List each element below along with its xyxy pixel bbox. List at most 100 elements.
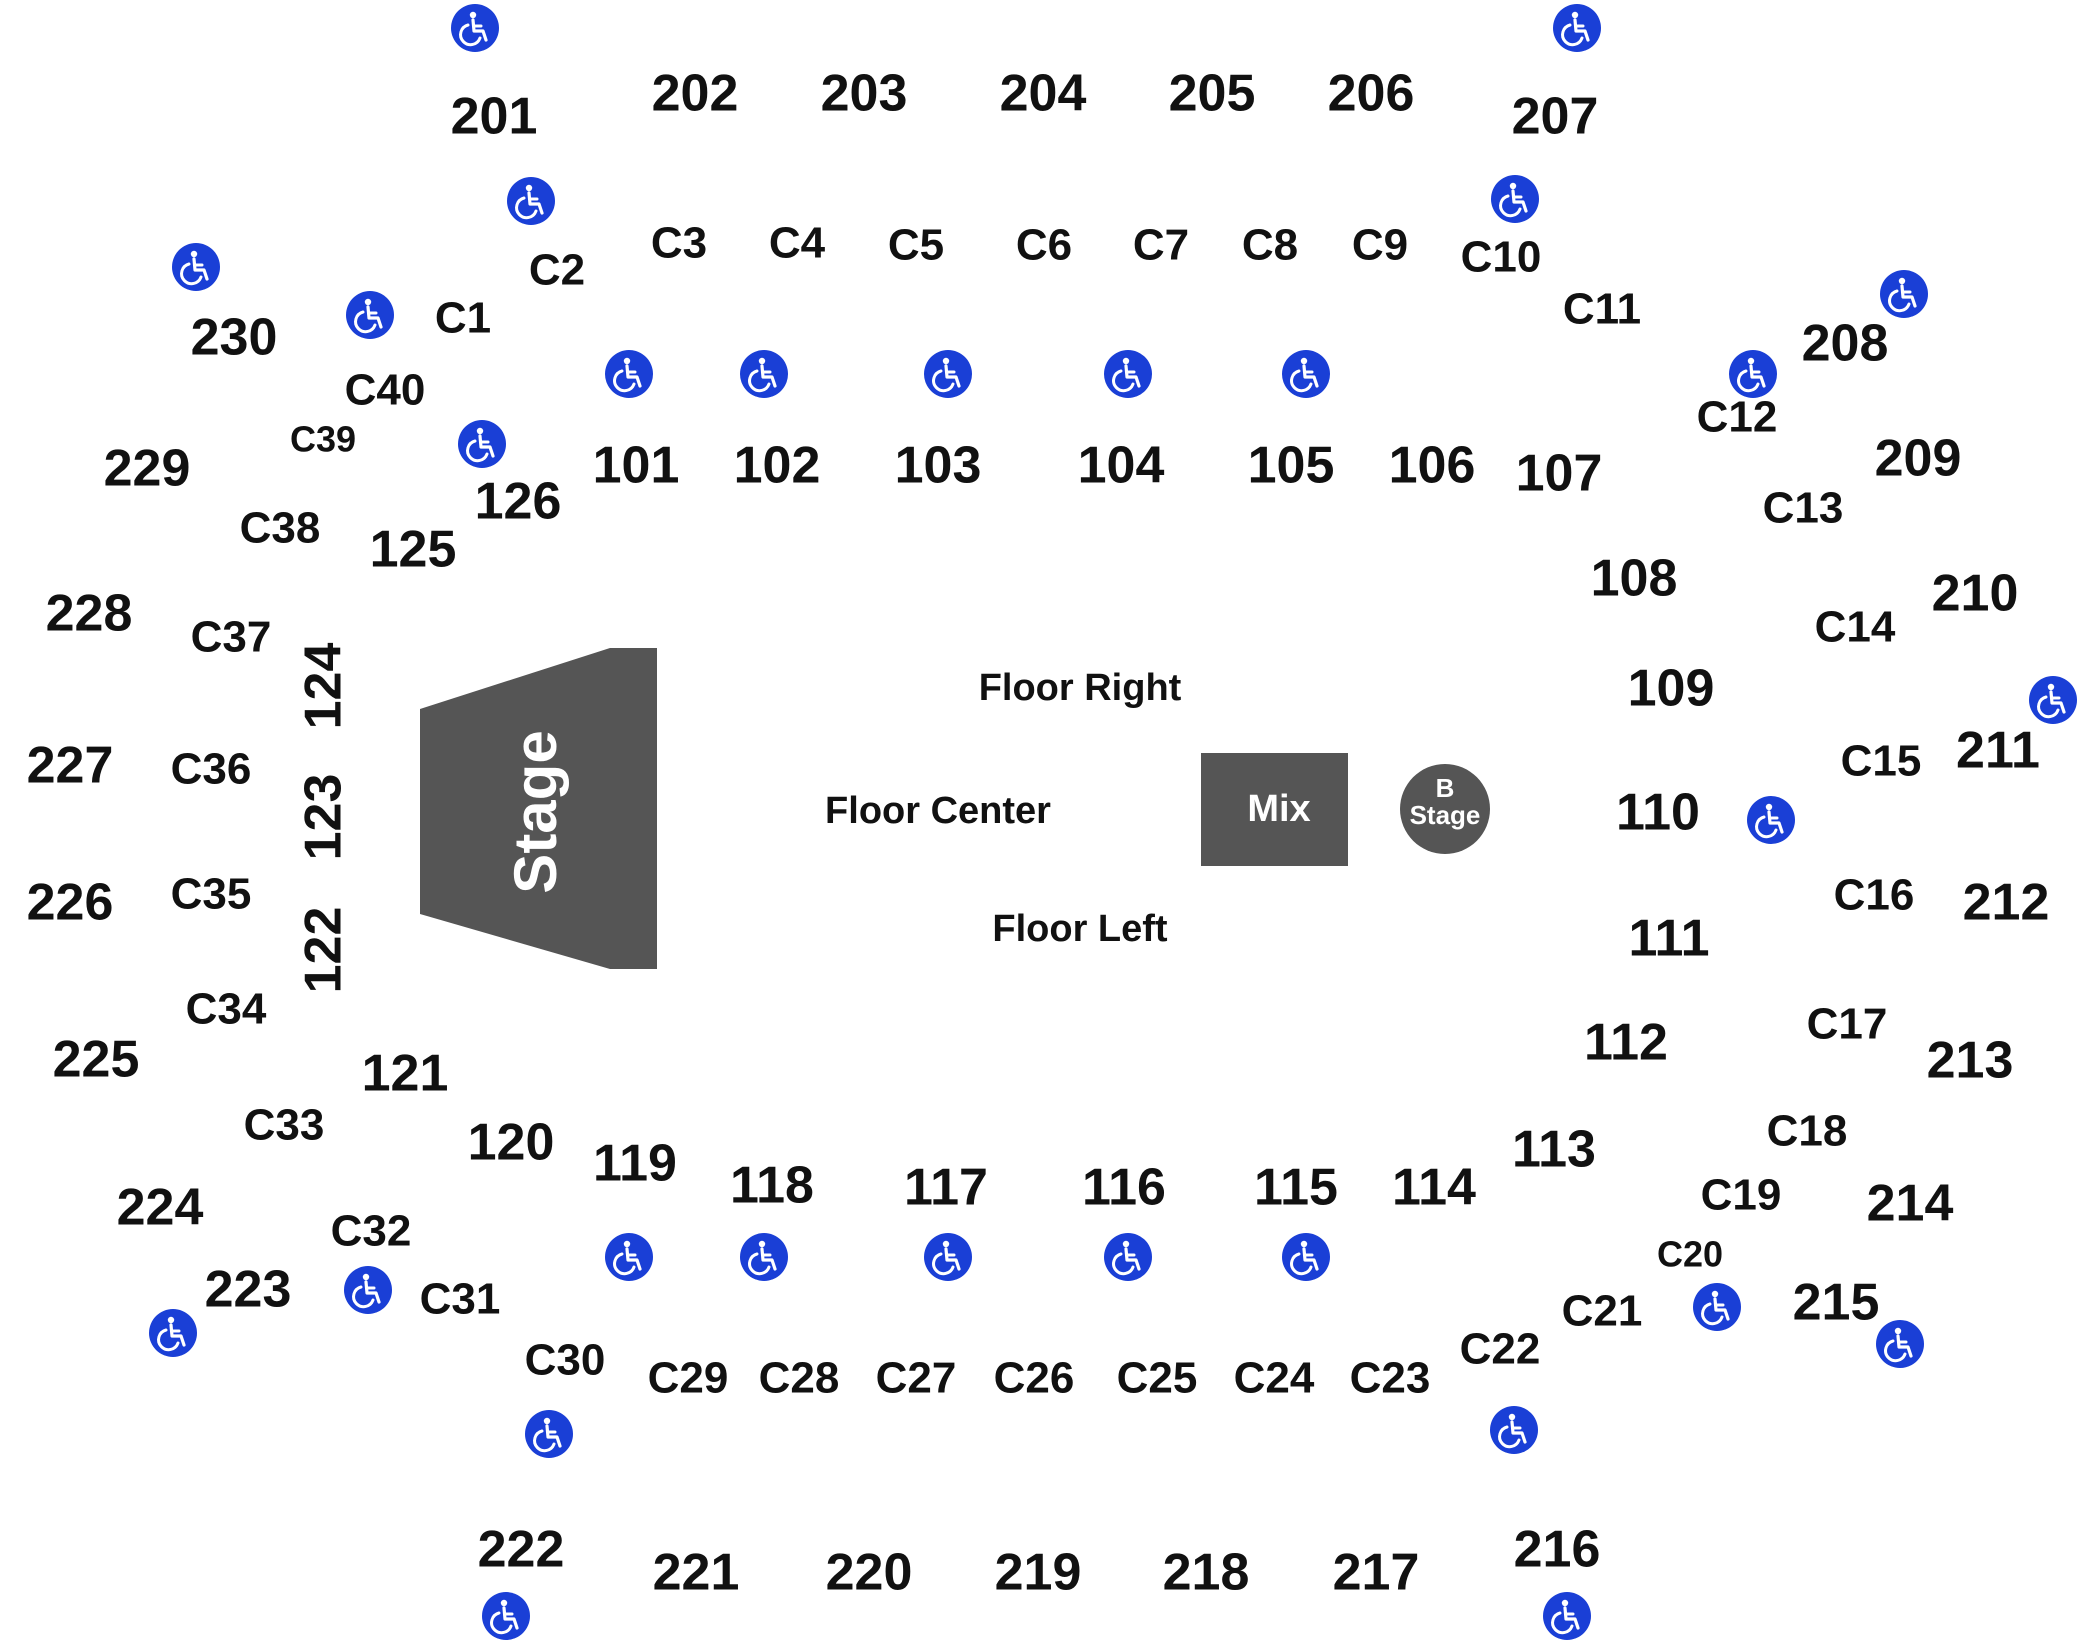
section-125[interactable]: 125	[370, 521, 457, 579]
section-222[interactable]: 222	[478, 1521, 565, 1579]
section-214[interactable]: 214	[1867, 1175, 1954, 1233]
section-220[interactable]: 220	[826, 1544, 913, 1602]
section-c11[interactable]: C11	[1563, 285, 1641, 334]
section-c8[interactable]: C8	[1242, 221, 1298, 270]
section-108[interactable]: 108	[1591, 550, 1678, 608]
section-c6[interactable]: C6	[1016, 221, 1072, 270]
section-c5[interactable]: C5	[888, 221, 944, 270]
section-106[interactable]: 106	[1389, 437, 1476, 495]
section-204[interactable]: 204	[1000, 65, 1087, 123]
section-103[interactable]: 103	[895, 437, 982, 495]
section-227[interactable]: 227	[27, 737, 114, 795]
section-228[interactable]: 228	[46, 585, 133, 643]
section-floor-center[interactable]: Floor Center	[825, 790, 1051, 832]
section-205[interactable]: 205	[1169, 65, 1256, 123]
section-121[interactable]: 121	[362, 1045, 449, 1103]
section-211[interactable]: 211	[1956, 722, 2040, 780]
section-119[interactable]: 119	[593, 1135, 677, 1193]
main-stage[interactable]: Stage	[420, 648, 657, 969]
section-c20[interactable]: C20	[1657, 1234, 1723, 1275]
section-c17[interactable]: C17	[1807, 1000, 1888, 1049]
section-114[interactable]: 114	[1392, 1159, 1476, 1217]
section-209[interactable]: 209	[1875, 430, 1962, 488]
section-111[interactable]: 111	[1628, 910, 1709, 968]
section-215[interactable]: 215	[1793, 1274, 1880, 1332]
section-112[interactable]: 112	[1584, 1014, 1668, 1072]
section-126[interactable]: 126	[475, 473, 562, 531]
section-c33[interactable]: C33	[244, 1101, 325, 1150]
section-107[interactable]: 107	[1516, 445, 1603, 503]
section-206[interactable]: 206	[1328, 65, 1415, 123]
section-c35[interactable]: C35	[171, 870, 252, 919]
section-c7[interactable]: C7	[1133, 221, 1189, 270]
section-223[interactable]: 223	[205, 1261, 292, 1319]
section-c34[interactable]: C34	[186, 985, 267, 1034]
section-c31[interactable]: C31	[420, 1275, 501, 1324]
section-c37[interactable]: C37	[191, 613, 272, 662]
section-221[interactable]: 221	[653, 1544, 740, 1602]
section-c24[interactable]: C24	[1234, 1354, 1315, 1403]
section-c18[interactable]: C18	[1767, 1107, 1848, 1156]
section-124[interactable]: 124	[295, 643, 353, 730]
section-c2[interactable]: C2	[529, 246, 585, 295]
section-104[interactable]: 104	[1078, 437, 1165, 495]
section-120[interactable]: 120	[468, 1114, 555, 1172]
section-224[interactable]: 224	[117, 1179, 204, 1237]
section-208[interactable]: 208	[1802, 315, 1889, 373]
section-c22[interactable]: C22	[1460, 1325, 1541, 1374]
section-213[interactable]: 213	[1927, 1032, 2014, 1090]
section-c19[interactable]: C19	[1701, 1171, 1782, 1220]
section-123[interactable]: 123	[295, 774, 353, 861]
section-115[interactable]: 115	[1254, 1159, 1338, 1217]
section-113[interactable]: 113	[1512, 1121, 1596, 1179]
section-c12[interactable]: C12	[1697, 393, 1778, 442]
section-c38[interactable]: C38	[240, 504, 321, 553]
section-c15[interactable]: C15	[1841, 737, 1922, 786]
b-stage[interactable]: B Stage	[1400, 764, 1490, 854]
section-109[interactable]: 109	[1628, 660, 1715, 718]
section-c27[interactable]: C27	[876, 1354, 957, 1403]
section-c28[interactable]: C28	[759, 1354, 840, 1403]
section-c32[interactable]: C32	[331, 1207, 412, 1256]
section-116[interactable]: 116	[1082, 1159, 1166, 1217]
section-c9[interactable]: C9	[1352, 221, 1408, 270]
section-c13[interactable]: C13	[1763, 484, 1844, 533]
section-225[interactable]: 225	[53, 1031, 140, 1089]
section-210[interactable]: 210	[1932, 565, 2019, 623]
section-201[interactable]: 201	[451, 88, 538, 146]
section-c40[interactable]: C40	[345, 366, 426, 415]
section-102[interactable]: 102	[734, 437, 821, 495]
section-c30[interactable]: C30	[525, 1336, 606, 1385]
section-217[interactable]: 217	[1333, 1544, 1420, 1602]
section-230[interactable]: 230	[191, 309, 278, 367]
section-c23[interactable]: C23	[1350, 1354, 1431, 1403]
section-c16[interactable]: C16	[1834, 871, 1915, 920]
section-c39[interactable]: C39	[290, 419, 356, 460]
section-229[interactable]: 229	[104, 440, 191, 498]
section-122[interactable]: 122	[295, 907, 353, 994]
section-118[interactable]: 118	[730, 1157, 814, 1215]
section-226[interactable]: 226	[27, 874, 114, 932]
section-c21[interactable]: C21	[1562, 1287, 1643, 1336]
section-203[interactable]: 203	[821, 65, 908, 123]
section-202[interactable]: 202	[652, 65, 739, 123]
section-c36[interactable]: C36	[171, 745, 252, 794]
section-c25[interactable]: C25	[1117, 1354, 1198, 1403]
section-c29[interactable]: C29	[648, 1354, 729, 1403]
mix-position[interactable]: Mix	[1201, 753, 1348, 866]
section-c10[interactable]: C10	[1461, 233, 1542, 282]
section-c1[interactable]: C1	[435, 294, 491, 343]
section-c26[interactable]: C26	[994, 1354, 1075, 1403]
section-floor-right[interactable]: Floor Right	[979, 667, 1182, 709]
section-207[interactable]: 207	[1512, 88, 1599, 146]
section-219[interactable]: 219	[995, 1544, 1082, 1602]
section-101[interactable]: 101	[593, 437, 680, 495]
section-105[interactable]: 105	[1248, 437, 1335, 495]
section-110[interactable]: 110	[1616, 784, 1700, 842]
section-c4[interactable]: C4	[769, 219, 826, 268]
section-117[interactable]: 117	[904, 1159, 988, 1217]
section-c3[interactable]: C3	[651, 219, 707, 268]
section-218[interactable]: 218	[1163, 1544, 1250, 1602]
section-c14[interactable]: C14	[1815, 603, 1896, 652]
section-216[interactable]: 216	[1514, 1521, 1601, 1579]
